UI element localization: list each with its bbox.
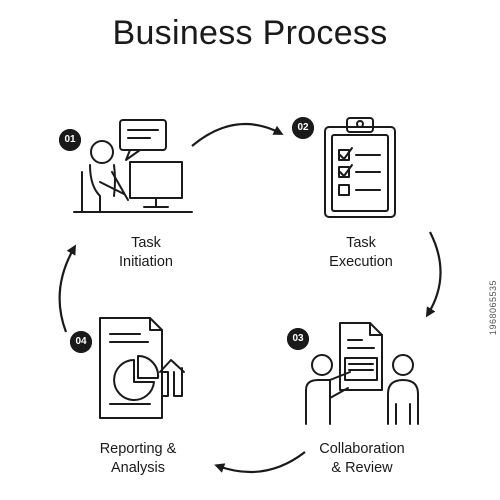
- step-3-label-line1: Collaboration: [319, 441, 405, 457]
- step-3-label-line2: & Review: [331, 460, 393, 476]
- step-2-label-line1: Task: [346, 235, 376, 251]
- step-3-label: Collaboration & Review: [292, 440, 432, 478]
- step-4-label-line1: Reporting &: [99, 441, 177, 457]
- step-1-number: 01: [59, 129, 81, 151]
- step-1-label-line2: Initiation: [118, 254, 173, 270]
- step-4-label: Reporting & Analysis: [68, 440, 208, 478]
- step-2-number: 02: [292, 117, 314, 139]
- step-4-number: 04: [70, 331, 92, 353]
- arrow-1-to-2: [191, 122, 284, 147]
- arrow-2-to-3: [425, 231, 442, 318]
- page-title: Business Process: [112, 14, 388, 52]
- arrow-3-to-4: [214, 451, 306, 474]
- step-2-label: Task Execution: [291, 234, 431, 272]
- step-1-label: Task Initiation: [76, 234, 216, 272]
- person-at-computer-icon: [73, 119, 193, 213]
- step-4-label-line2: Analysis: [111, 460, 165, 476]
- report-chart-document-icon: [99, 317, 185, 419]
- arrow-4-to-1: [58, 244, 76, 333]
- step-2-label-line2: Execution: [329, 254, 393, 270]
- step-3-number: 03: [287, 328, 309, 350]
- clipboard-checklist-icon: [324, 117, 396, 218]
- step-1-label-line1: Task: [131, 235, 161, 251]
- watermark-id: 1968065535: [488, 280, 498, 336]
- two-people-review-document-icon: [305, 322, 419, 425]
